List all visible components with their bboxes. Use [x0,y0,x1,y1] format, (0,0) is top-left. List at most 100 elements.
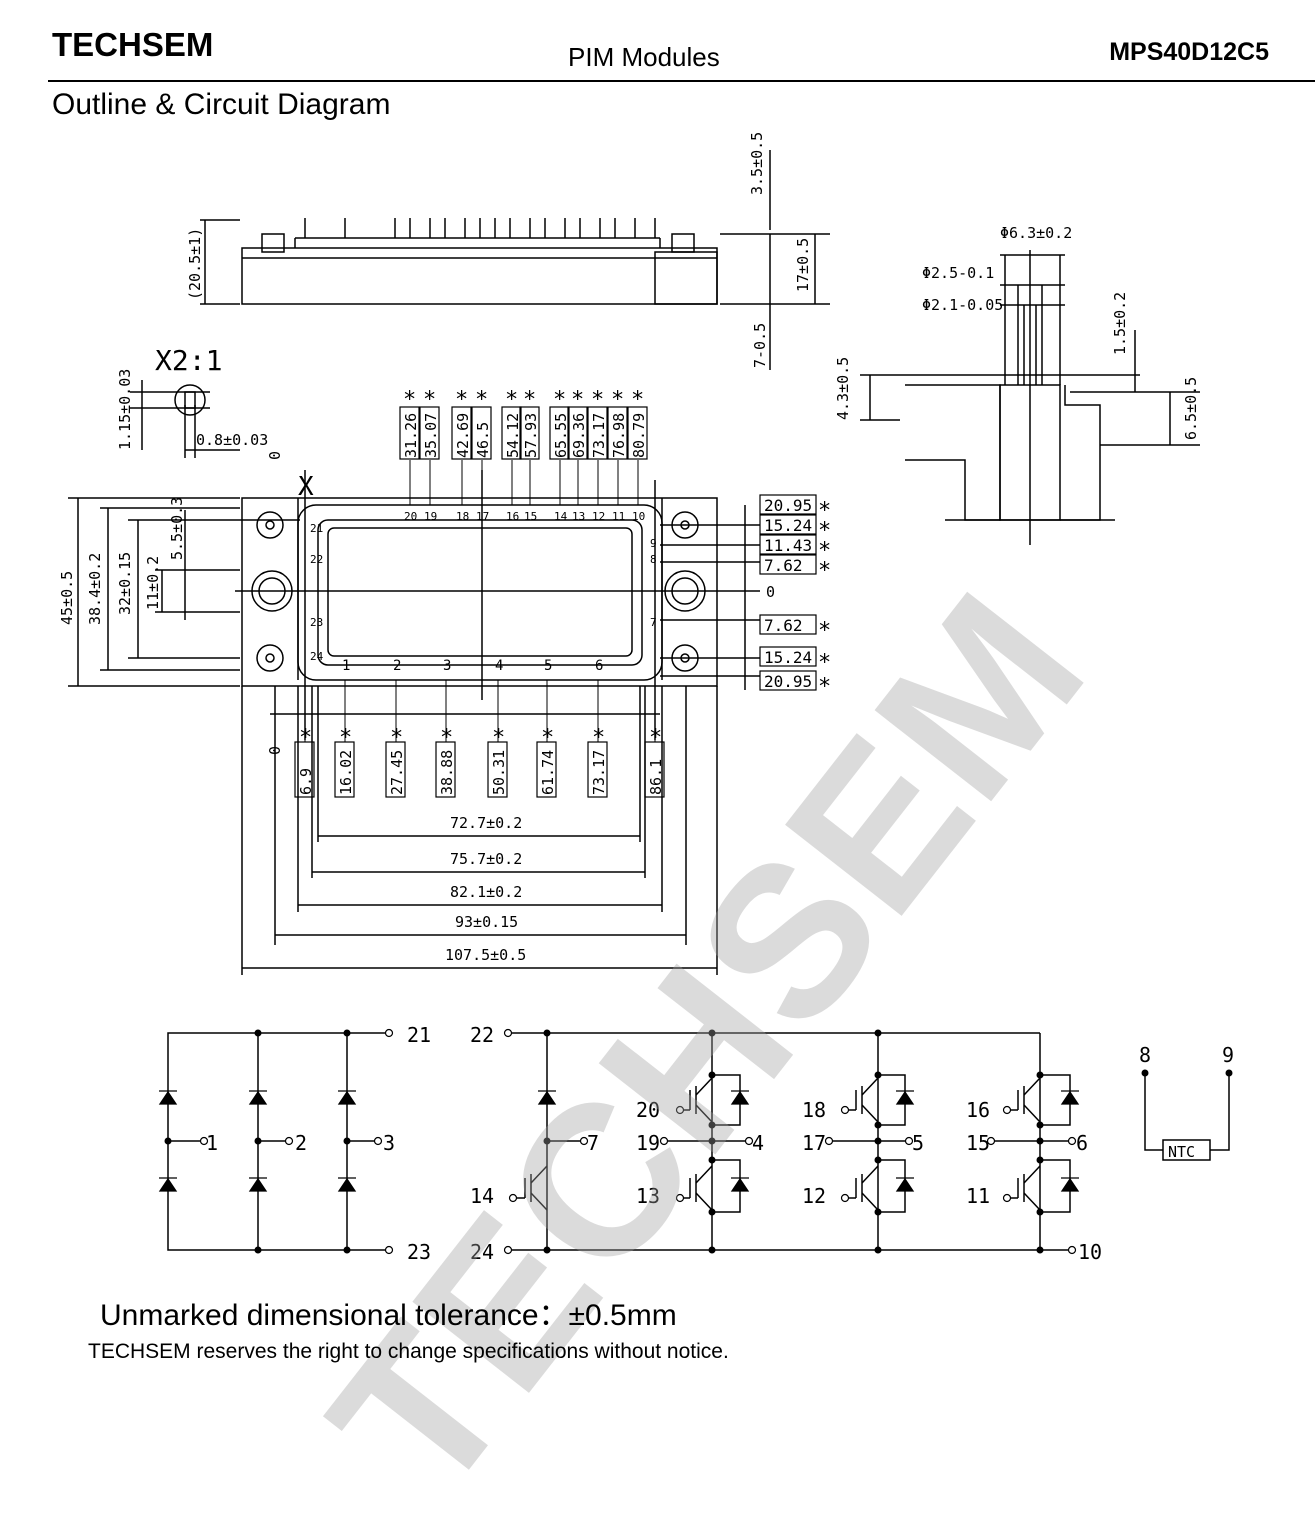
terminal-circle [659,1136,669,1146]
part-number: MPS40D12C5 [1109,38,1269,66]
igbt-collector [1023,1165,1041,1184]
junction-dot [1036,1071,1044,1079]
star-marker: ∗ [818,614,831,639]
right-dim-box [759,494,817,515]
star-marker: ∗ [505,383,518,408]
star-marker: ∗ [403,383,416,408]
diode-icon [895,1177,915,1192]
bottom-pin-number: 1 [342,658,350,674]
inverter-terminal-label: 17 [802,1131,826,1155]
junction-dot [874,1246,882,1254]
diode-icon [248,1177,268,1192]
star-marker: ∗ [541,721,554,746]
bottom-pin-dim: 50.31 [490,750,508,795]
terminal-circle [373,1136,383,1146]
terminal-circle [1002,1193,1012,1203]
brake-terminal-label: 22 [470,1023,494,1047]
bottom-pin-dim: 16.02 [337,750,355,795]
bottom-pin-dim: 6.9 [297,768,315,795]
terminal-circles [199,1028,1077,1255]
diode-icon [1060,1177,1080,1192]
diode-icon [537,1090,557,1105]
side-view [200,150,830,370]
terminal-circle [503,1245,513,1255]
section-title: Outline & Circuit Diagram [52,88,391,121]
junction-dot [874,1208,882,1216]
inverter-terminal-label: 15 [966,1131,990,1155]
bottom-pin-dim: 61.74 [539,750,557,795]
top-pin-dim-box [627,406,648,460]
brake-terminal-label: 24 [470,1240,494,1264]
star-marker: ∗ [492,721,505,746]
rectifier-terminal-label: 2 [295,1131,307,1155]
top-pin-dim: 42.69 [454,413,472,458]
terminal-circle [1067,1136,1077,1146]
top-pin-dim: 46.5 [474,422,492,458]
top-pin-dimensions: 31.26∗35.07∗42.69∗46.5∗54.12∗57.93∗65.55… [399,383,648,505]
star-marker: ∗ [649,721,662,746]
dim-pin-offset: 1.15±0.03 [116,369,134,450]
terminal-circle [675,1193,685,1203]
junction-dot [708,1121,716,1129]
terminal-circle [986,1136,996,1146]
terminal-circle [840,1193,850,1203]
igbt-emitter [695,1104,713,1123]
terminal-circle [824,1136,834,1146]
inverter-terminal-label: 19 [636,1131,660,1155]
junction-dot [254,1246,262,1254]
tolerance-note: Unmarked dimensional tolerance：±0.5mm [100,1299,677,1332]
brake-terminal-label: 7 [587,1131,599,1155]
junction-dot [343,1246,351,1254]
igbt-emitter [1023,1192,1041,1211]
terminal-circle [284,1136,294,1146]
top-pin-dim: 31.26 [402,413,420,458]
igbt-emitter [1023,1104,1041,1123]
star-marker: ∗ [475,383,488,408]
top-pin-dim-box [587,406,608,460]
detail-scale: X2:1 [155,344,222,377]
star-marker: ∗ [390,721,403,746]
terminal-circle [675,1105,685,1115]
igbt-collector [695,1077,713,1096]
star-marker: ∗ [818,646,831,671]
right-dim: 7.62 [764,616,803,635]
dim-overall-height: (20.5±1) [186,228,204,300]
dim-width-4: 107.5±0.5 [445,946,526,964]
right-dim: 15.24 [764,648,812,667]
diode-icon [730,1090,750,1105]
junction-dot [708,1029,716,1037]
top-pin-dim: 65.55 [552,413,570,458]
pin-detail [130,380,240,458]
junction-dot [708,1137,716,1145]
right-dim-box [759,554,817,575]
bottom-pin-dim: 27.45 [388,750,406,795]
igbt-collector [861,1077,879,1096]
junction-dot [1036,1121,1044,1129]
terminal-circle [840,1105,850,1115]
junction-dot [874,1137,882,1145]
igbt-emitter [861,1104,879,1123]
side-pin-number: 7 [650,616,657,629]
junction-dot [874,1071,882,1079]
terminal-circle [904,1136,914,1146]
dim-base-offset: 7-0.5 [751,323,769,368]
ntc-terminal-label: 9 [1222,1043,1234,1067]
bottom-pin-number: 5 [544,658,552,674]
top-pin-dim: 54.12 [504,413,522,458]
star-marker: ∗ [299,721,312,746]
inverter-terminal-label: 20 [636,1098,660,1122]
terminal-circle [384,1245,394,1255]
junction-dot [543,1137,551,1145]
junction-dot [343,1137,351,1145]
bottom-pin-dim: 73.17 [590,750,608,795]
detail-marker-x: X [298,472,314,502]
dim-pin-height: 3.5±0.5 [748,132,766,195]
junction-dot [1036,1137,1044,1145]
top-pin-number: 10 [632,510,645,523]
igbt-collector [695,1165,713,1184]
top-pin-dim-box [567,406,588,460]
top-pin-number: 18 [456,510,469,523]
diode-icon [1060,1090,1080,1105]
zero-top: 0 [266,451,284,460]
diode-icon [158,1090,178,1105]
